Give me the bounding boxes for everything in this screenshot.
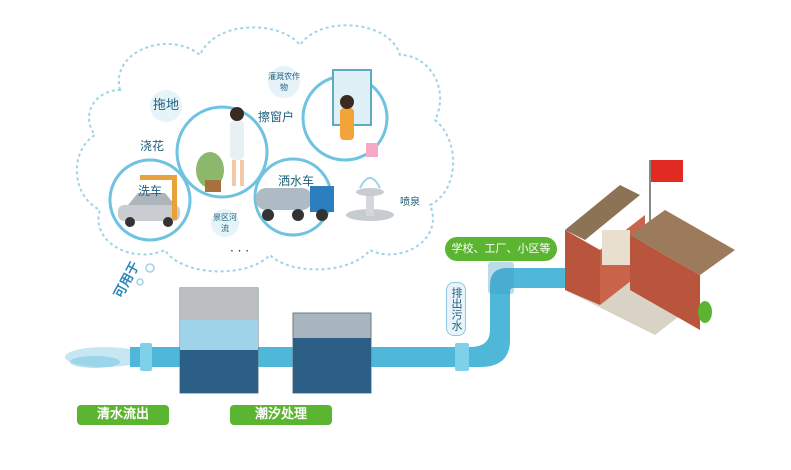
sprinkler-truck-scene	[253, 157, 334, 237]
label-wash-car: 洗车	[138, 184, 163, 198]
sources-pill: 学校、工厂、小区等	[445, 237, 557, 261]
label-ellipsis: · · ·	[230, 244, 250, 258]
thought-dot	[145, 263, 155, 273]
water-splash	[65, 347, 145, 368]
pipe-system	[130, 262, 575, 371]
treatment-tank-2	[292, 312, 372, 394]
school-building	[565, 160, 735, 335]
label-water-flowers: 浇花	[140, 139, 165, 153]
label-fountain: 喷泉	[400, 197, 420, 208]
tidal-treatment-label: 潮汐处理	[230, 405, 332, 425]
discharge-sewage-label: 排出污水	[446, 282, 466, 336]
water-flowers-scene	[175, 105, 269, 199]
fountain-scene	[346, 177, 394, 221]
label-sprinkler-truck: 洒水车	[278, 174, 315, 188]
wash-windows-scene	[301, 69, 389, 162]
label-wash-windows: 擦窗户	[258, 110, 295, 124]
treatment-tank-1	[179, 287, 259, 394]
clean-water-out-label: 清水流出	[77, 405, 169, 425]
wash-car-scene	[108, 158, 192, 242]
thought-dot	[136, 278, 144, 286]
label-irrigate-crops: 灌溉农作物	[268, 66, 300, 98]
label-mop: 拖地	[150, 90, 182, 122]
label-scenic-river: 景区河流	[211, 209, 239, 237]
